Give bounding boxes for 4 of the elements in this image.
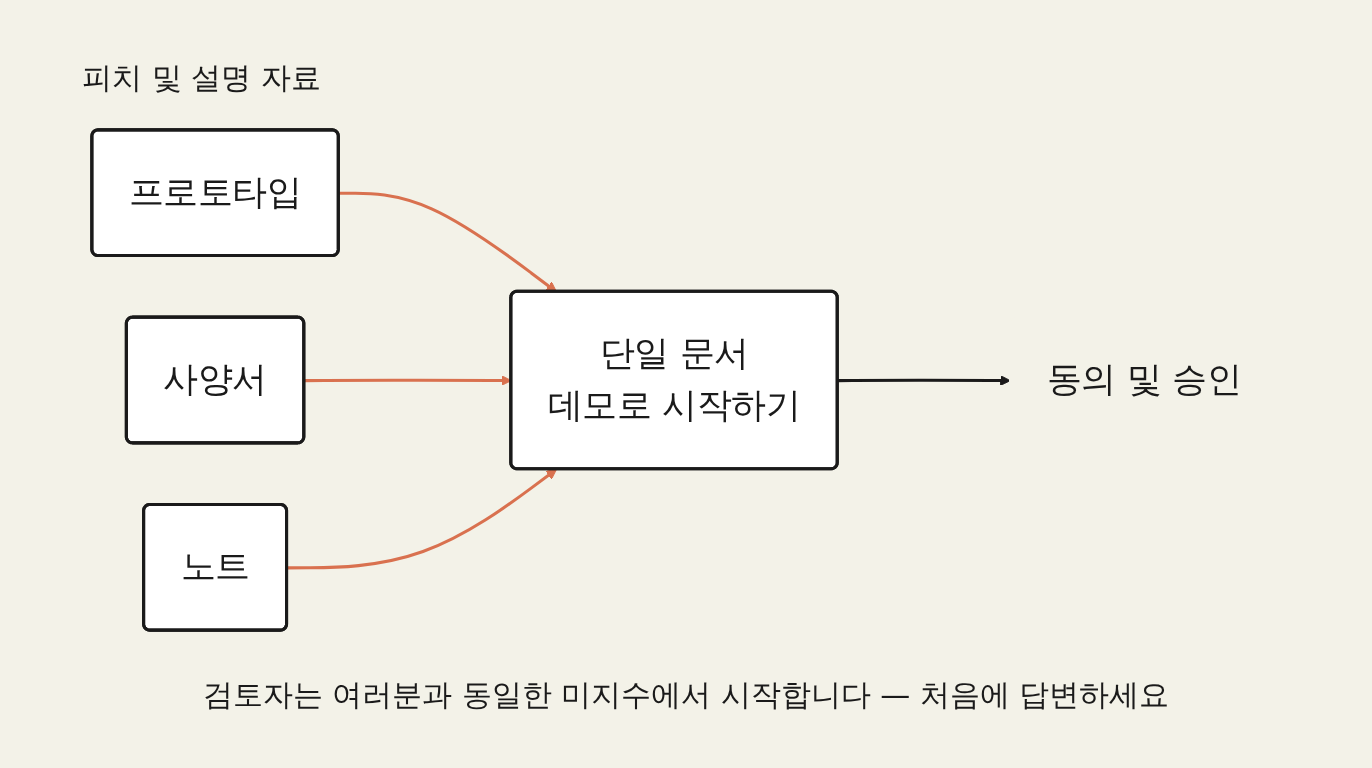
title: 피치 및 설명 자료 — [82, 59, 321, 97]
node-text: 동의 및 승인 — [1046, 359, 1242, 400]
arrow — [287, 468, 557, 570]
caption: 검토자는 여러분과 동일한 미지수에서 시작합니다 — 처음에 답변하세요 — [201, 676, 1171, 714]
